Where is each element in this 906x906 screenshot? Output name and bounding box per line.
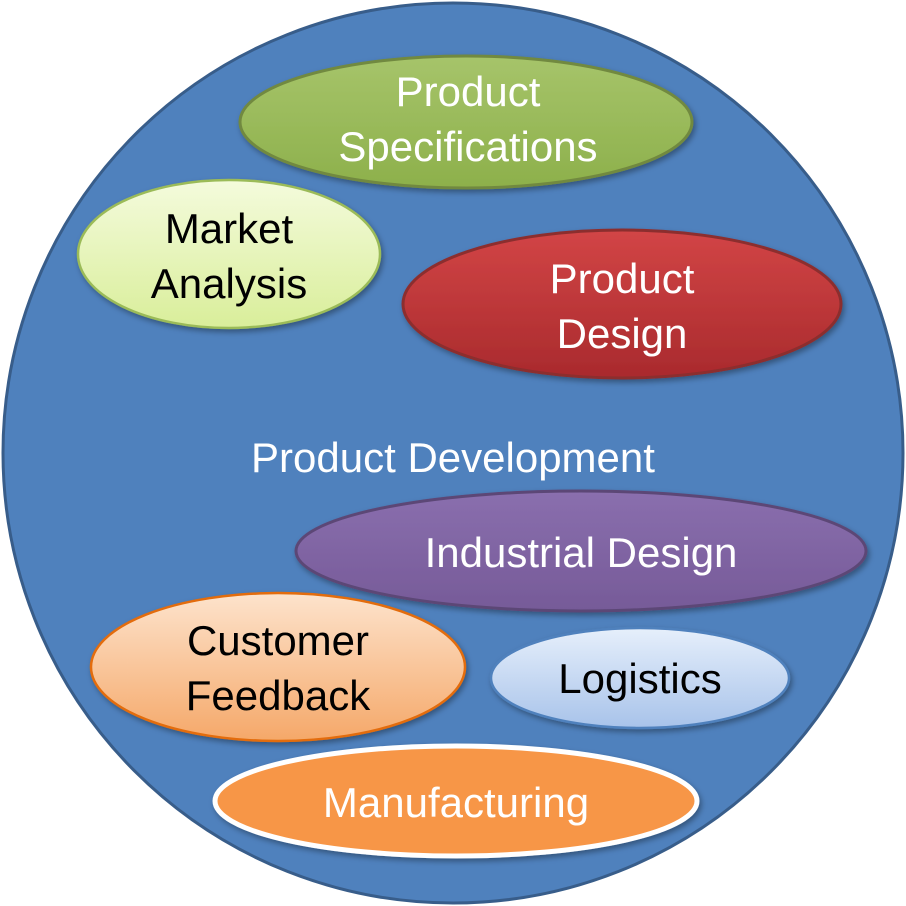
- node-customer-feedback: Customer Feedback: [89, 591, 467, 743]
- label-product-design-line-2: Design: [557, 310, 688, 357]
- label-customer-feedback-line-1: Customer: [187, 617, 369, 664]
- node-logistics: Logistics: [489, 626, 791, 730]
- ellipse-product-specifications: [238, 54, 694, 190]
- ellipse-market-analysis: [76, 178, 382, 330]
- label-market-analysis-line-2: Analysis: [151, 260, 307, 307]
- label-product-specifications-line-2: Specifications: [338, 123, 597, 170]
- ellipse-customer-feedback: [89, 591, 467, 743]
- node-manufacturing: Manufacturing: [212, 743, 700, 859]
- label-product-design-line-1: Product: [550, 255, 695, 302]
- label-manufacturing: Manufacturing: [323, 779, 589, 826]
- label-product-specifications-line-1: Product: [396, 68, 541, 115]
- label-customer-feedback-line-2: Feedback: [186, 672, 371, 719]
- label-logistics: Logistics: [558, 655, 721, 702]
- ellipse-logistics: [489, 626, 791, 730]
- label-industrial-design: Industrial Design: [425, 529, 738, 576]
- ellipse-industrial-design: [294, 489, 868, 613]
- center-label: Product Development: [251, 434, 655, 481]
- ellipse-manufacturing: [212, 743, 700, 859]
- node-market-analysis: Market Analysis: [76, 178, 382, 330]
- node-product-specifications: Product Specifications: [238, 54, 694, 190]
- node-industrial-design: Industrial Design: [294, 489, 868, 613]
- node-product-design: Product Design: [401, 228, 843, 380]
- label-market-analysis-line-1: Market: [165, 205, 294, 252]
- ellipse-product-design: [401, 228, 843, 380]
